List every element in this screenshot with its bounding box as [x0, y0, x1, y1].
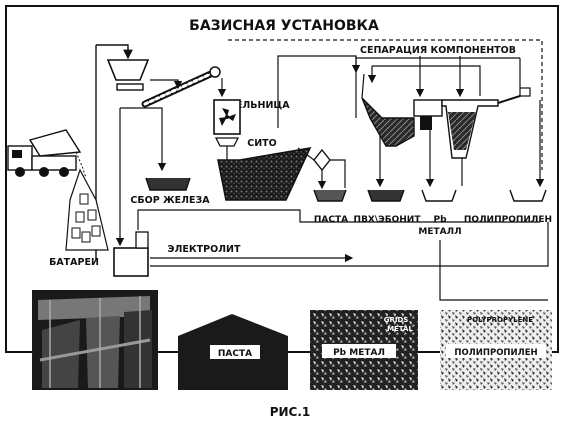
photo-polypropylene: POLYPROPYLENE ПОЛИПРОПИЛЕН [440, 310, 552, 390]
photo-paste-label: ПАСТА [218, 349, 252, 359]
photo-plant [32, 290, 158, 390]
dump-truck-icon [7, 129, 87, 179]
fan-icon [219, 108, 236, 126]
photo-pb-metal-label: Pb МЕТАЛ [333, 348, 385, 358]
polypropylene-label: ПОЛИПРОПИЛЕН [464, 215, 552, 225]
electrolyte-label: ЭЛЕКТРОЛИТ [168, 244, 241, 255]
pb-label: Pb [433, 215, 447, 225]
valve-icon [313, 148, 331, 172]
iron-collection-label: СБОР ЖЕЛЕЗА [130, 195, 210, 206]
metal-label: МЕТАЛЛ [418, 227, 461, 237]
pvc-ebonite-label: ПВХ\ЭБОНИТ [354, 215, 422, 225]
photo-paste: ПАСТА [178, 314, 288, 390]
sieve-label: СИТО [247, 138, 276, 149]
electrolyte-tank-icon [113, 247, 149, 277]
separator-tank-3 [441, 99, 499, 159]
photo-pb-metal: GRIDS METAL Pb МЕТАЛ [310, 310, 418, 390]
paste-tray-icon [313, 189, 347, 202]
photo-metal-label: METAL [387, 325, 413, 333]
photo-polypropylene-top-label: POLYPROPYLENE [467, 316, 533, 324]
separation-label: СЕПАРАЦИЯ КОМПОНЕНТОВ [360, 45, 516, 56]
separator-tank-2 [413, 99, 443, 130]
hopper-icon [106, 59, 150, 81]
iron-tray-icon [145, 177, 191, 191]
separator-tank-1 [361, 73, 415, 147]
diagram-title: БАЗИСНАЯ УСТАНОВКА [189, 18, 379, 34]
batteries-pile-icon [65, 168, 109, 251]
dashed-flow-line [228, 39, 543, 170]
feed-line [96, 44, 133, 60]
photo-grids-label: GRIDS [384, 316, 409, 324]
pb-tray-icon [421, 189, 457, 202]
batteries-label: БАТАРЕИ [49, 257, 99, 268]
photo-polypropylene-label: ПОЛИПРОПИЛЕН [454, 348, 537, 358]
crusher-icon [116, 83, 144, 91]
pp-tray-icon [509, 189, 547, 202]
mill-label: МЕЛЬНИЦА [226, 100, 290, 111]
pvc-tray-icon [367, 189, 405, 202]
sieve-bed-icon [217, 146, 312, 201]
paste-label: ПАСТА [314, 215, 348, 225]
figure-caption: РИС.1 [270, 405, 311, 419]
